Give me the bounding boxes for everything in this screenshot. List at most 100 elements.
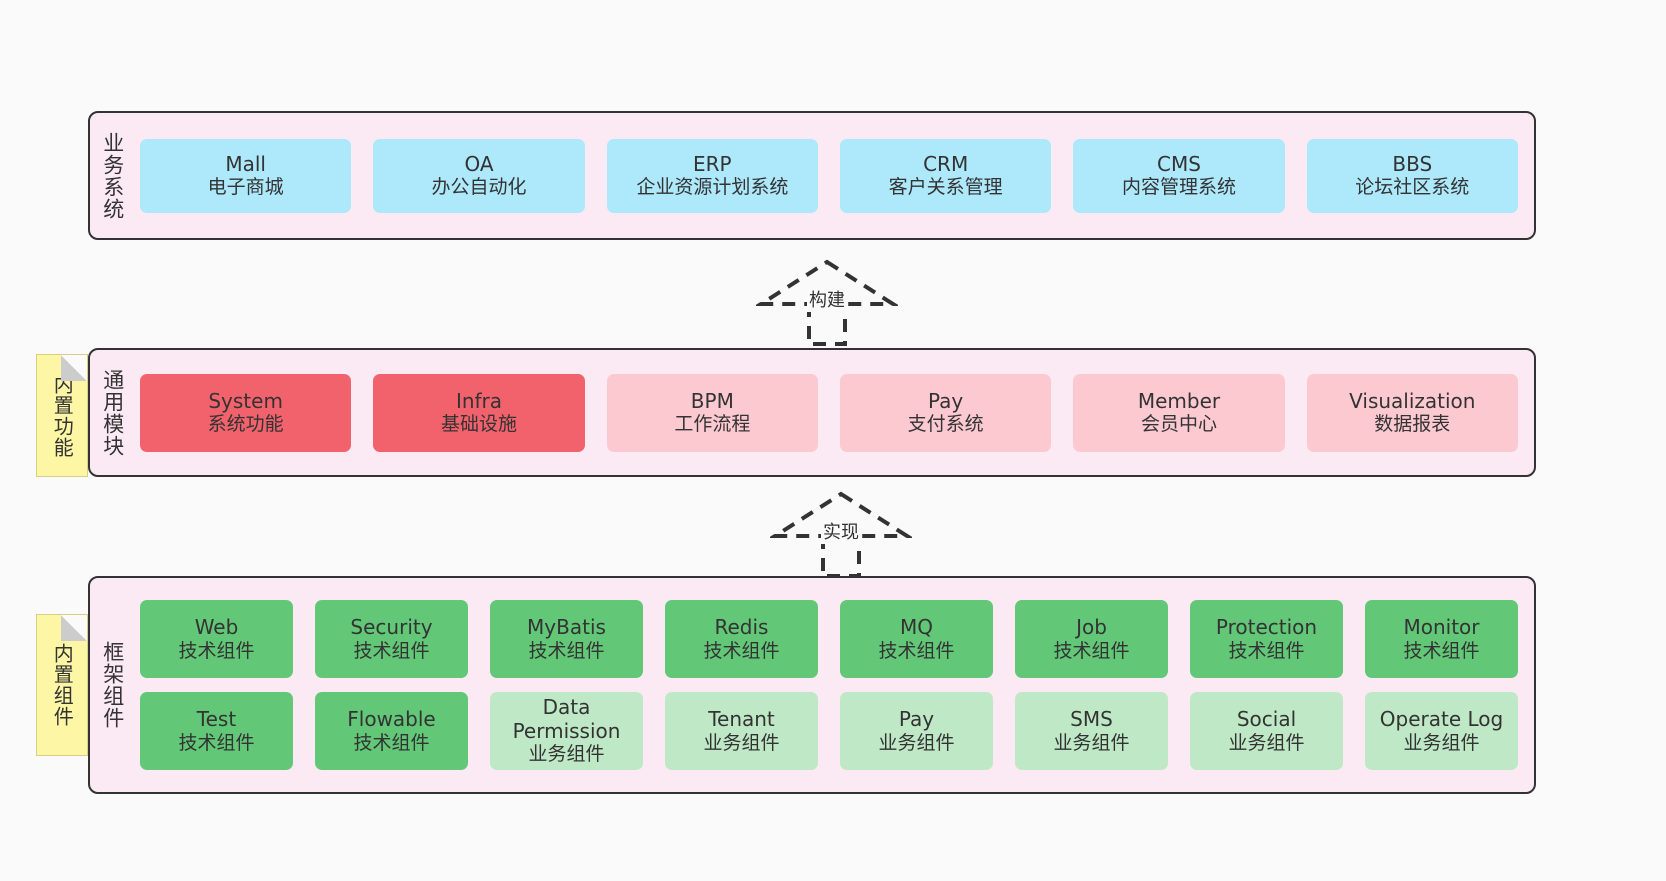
- node-title: MyBatis: [527, 615, 606, 640]
- node-sms[interactable]: SMS 业务组件: [1015, 692, 1168, 770]
- note-builtin-features: 内置功能: [36, 354, 88, 477]
- node-job[interactable]: Job 技术组件: [1015, 600, 1168, 678]
- node-row: Test 技术组件 Flowable 技术组件 Data Permission …: [140, 692, 1518, 770]
- note-builtin-features-label: 内置功能: [50, 373, 75, 458]
- node-test[interactable]: Test 技术组件: [140, 692, 293, 770]
- layer-business-systems-title: 业务系统: [100, 131, 125, 220]
- node-bpm[interactable]: BPM 工作流程: [606, 373, 818, 452]
- node-title: Mall: [225, 151, 266, 176]
- node-subtitle: 论坛社区系统: [1355, 176, 1470, 199]
- node-subtitle: 支付系统: [907, 413, 984, 436]
- node-redis[interactable]: Redis 技术组件: [665, 600, 818, 678]
- node-pay-module[interactable]: Pay 支付系统: [839, 373, 1052, 452]
- node-title: BBS: [1392, 151, 1433, 176]
- node-title: SMS: [1070, 707, 1113, 732]
- node-protection[interactable]: Protection 技术组件: [1190, 600, 1343, 678]
- node-row: Web 技术组件 Security 技术组件 MyBatis 技术组件 Redi…: [140, 600, 1518, 678]
- layer-framework-components-title: 框架组件: [100, 641, 125, 729]
- note-builtin-components-label: 内置组件: [50, 643, 75, 727]
- arrow-build-label: 构建: [807, 286, 847, 312]
- node-subtitle: 基础设施: [440, 413, 517, 436]
- node-subtitle: 技术组件: [1053, 639, 1130, 662]
- node-subtitle: 技术组件: [178, 731, 255, 754]
- arrow-realize: 实现: [770, 490, 912, 578]
- node-data-permission[interactable]: Data Permission 业务组件: [490, 692, 643, 770]
- node-title: Data Permission: [512, 695, 621, 744]
- node-subtitle: 技术组件: [353, 639, 430, 662]
- node-tenant[interactable]: Tenant 业务组件: [665, 692, 818, 770]
- node-subtitle: 业务组件: [1053, 731, 1130, 754]
- node-operate-log[interactable]: Operate Log 业务组件: [1365, 692, 1518, 770]
- node-title: Pay: [898, 707, 935, 732]
- node-subtitle: 技术组件: [703, 639, 780, 662]
- node-flowable[interactable]: Flowable 技术组件: [315, 692, 468, 770]
- node-mq[interactable]: MQ 技术组件: [840, 600, 993, 678]
- node-title: System: [208, 388, 283, 413]
- node-subtitle: 数据报表: [1374, 413, 1451, 436]
- node-title: Job: [1076, 615, 1107, 640]
- node-infra[interactable]: Infra 基础设施: [373, 373, 585, 452]
- layer-business-systems: 业务系统 Mall 电子商城 OA 办公自动化 ERP 企业资源计划系统 CRM…: [88, 111, 1536, 240]
- node-subtitle: 技术组件: [353, 731, 430, 754]
- node-subtitle: 工作流程: [674, 413, 751, 436]
- node-row: System 系统功能 Infra 基础设施 BPM 工作流程 Pay 支付系统…: [140, 373, 1518, 452]
- node-title: OA: [464, 151, 494, 176]
- node-subtitle: 技术组件: [528, 639, 605, 662]
- node-social[interactable]: Social 业务组件: [1190, 692, 1343, 770]
- note-builtin-components: 内置组件: [36, 614, 88, 756]
- node-member[interactable]: Member 会员中心: [1073, 373, 1285, 452]
- node-subtitle: 会员中心: [1140, 413, 1217, 436]
- node-title: Security: [350, 615, 433, 640]
- node-mall[interactable]: Mall 电子商城: [140, 138, 352, 213]
- arrow-realize-label: 实现: [821, 518, 861, 544]
- node-title: Member: [1137, 388, 1221, 413]
- node-cms[interactable]: CMS 内容管理系统: [1073, 138, 1285, 213]
- layer-common-modules: 通用模块 System 系统功能 Infra 基础设施 BPM 工作流程 Pay…: [88, 348, 1536, 477]
- node-subtitle: 办公自动化: [431, 176, 527, 199]
- node-bbs[interactable]: BBS 论坛社区系统: [1306, 138, 1518, 213]
- node-title: Monitor: [1403, 615, 1480, 640]
- node-crm[interactable]: CRM 客户关系管理: [839, 138, 1052, 213]
- node-title: BPM: [690, 388, 734, 413]
- node-subtitle: 客户关系管理: [888, 176, 1003, 199]
- node-subtitle: 业务组件: [528, 743, 605, 766]
- node-web[interactable]: Web 技术组件: [140, 600, 293, 678]
- node-subtitle: 电子商城: [207, 176, 284, 199]
- node-title: Test: [196, 707, 237, 732]
- node-visualization[interactable]: Visualization 数据报表: [1306, 373, 1518, 452]
- node-subtitle: 技术组件: [178, 639, 255, 662]
- node-erp[interactable]: ERP 企业资源计划系统: [606, 138, 818, 213]
- node-subtitle: 业务组件: [1228, 731, 1305, 754]
- node-subtitle: 业务组件: [878, 731, 955, 754]
- node-title: CRM: [923, 151, 969, 176]
- node-subtitle: 技术组件: [878, 639, 955, 662]
- layer-business-systems-body: Mall 电子商城 OA 办公自动化 ERP 企业资源计划系统 CRM 客户关系…: [134, 113, 1534, 238]
- node-subtitle: 业务组件: [703, 731, 780, 754]
- node-title: Redis: [714, 615, 769, 640]
- node-title: Tenant: [708, 707, 775, 732]
- arrow-build: 构建: [756, 258, 898, 346]
- node-mybatis[interactable]: MyBatis 技术组件: [490, 600, 643, 678]
- layer-common-modules-body: System 系统功能 Infra 基础设施 BPM 工作流程 Pay 支付系统…: [134, 350, 1534, 475]
- node-title: Operate Log: [1379, 707, 1504, 732]
- node-title: ERP: [693, 151, 732, 176]
- node-system[interactable]: System 系统功能: [140, 373, 352, 452]
- node-subtitle: 技术组件: [1228, 639, 1305, 662]
- node-monitor[interactable]: Monitor 技术组件: [1365, 600, 1518, 678]
- node-subtitle: 业务组件: [1403, 731, 1480, 754]
- node-subtitle: 企业资源计划系统: [636, 176, 789, 199]
- node-title: Infra: [455, 388, 503, 413]
- layer-common-modules-title: 通用模块: [100, 368, 125, 457]
- node-title: MQ: [900, 615, 933, 640]
- node-title: Visualization: [1349, 388, 1476, 413]
- node-subtitle: 系统功能: [207, 413, 284, 436]
- node-pay-component[interactable]: Pay 业务组件: [840, 692, 993, 770]
- node-oa[interactable]: OA 办公自动化: [373, 138, 585, 213]
- node-title: Protection: [1215, 615, 1318, 640]
- node-subtitle: 内容管理系统: [1121, 176, 1236, 199]
- node-security[interactable]: Security 技术组件: [315, 600, 468, 678]
- node-title: Web: [194, 615, 239, 640]
- node-title: Flowable: [347, 707, 436, 732]
- node-title: Pay: [928, 388, 964, 413]
